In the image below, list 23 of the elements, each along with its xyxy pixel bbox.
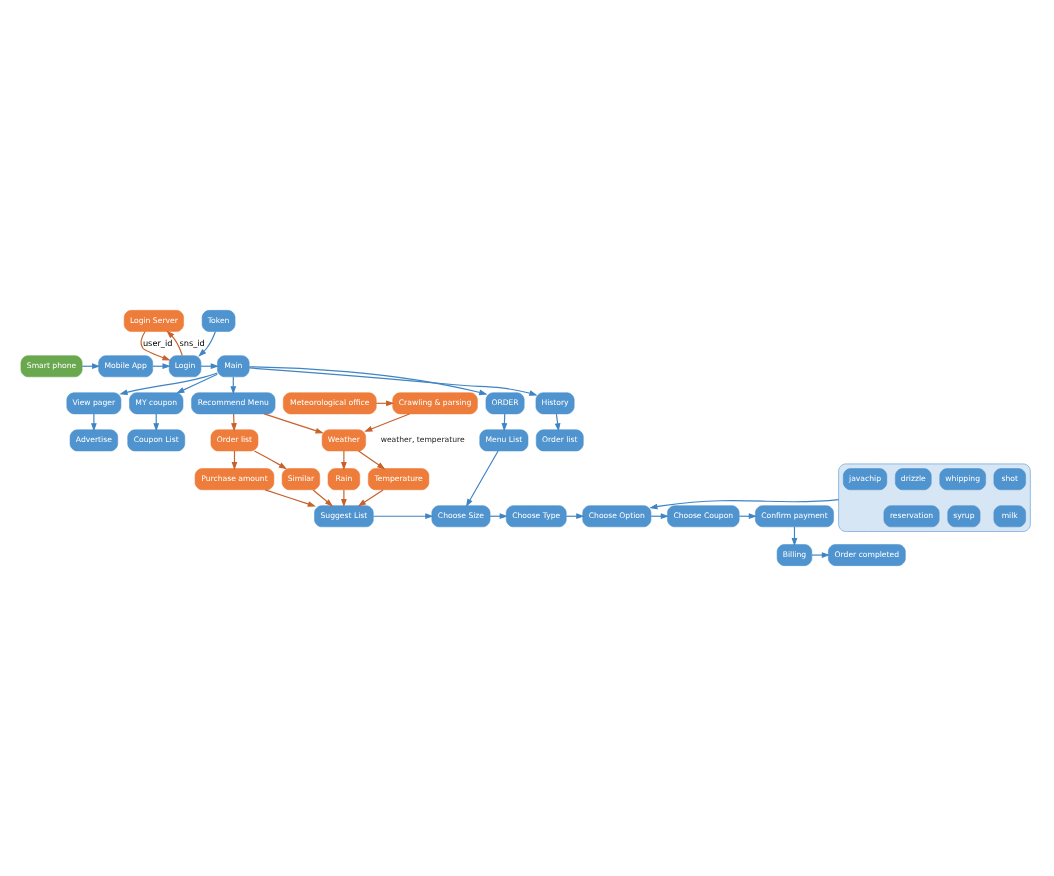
arrow: [247, 366, 487, 396]
arrow: [553, 413, 560, 432]
arrow: [340, 450, 346, 471]
arrow: [648, 498, 839, 510]
arrow: [263, 489, 315, 507]
arrow: [175, 373, 217, 394]
arrow: [90, 413, 96, 432]
arrow: [252, 450, 287, 470]
arrow: [371, 513, 433, 520]
arrow: [139, 330, 170, 361]
arrow: [340, 489, 346, 508]
arrow: [810, 552, 830, 558]
arrow: [165, 330, 182, 357]
arrow: [262, 413, 323, 434]
arrow: [197, 331, 215, 357]
arrow: [363, 413, 409, 432]
arrow: [356, 450, 385, 470]
arrow: [464, 450, 498, 508]
arrow: [118, 372, 217, 395]
arrow: [311, 489, 333, 507]
arrow: [230, 413, 236, 432]
arrow: [247, 367, 537, 396]
arrow: [356, 489, 383, 507]
